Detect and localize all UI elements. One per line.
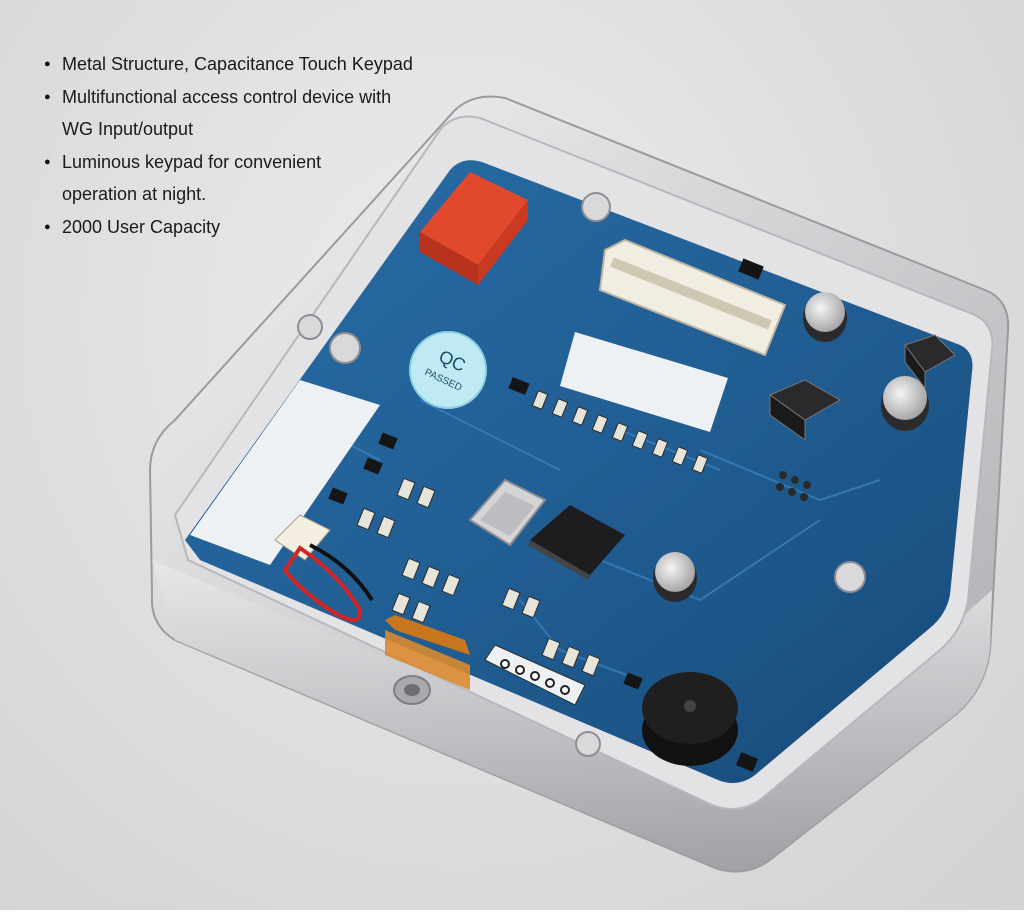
wire-connector-header	[598, 238, 787, 357]
smd-group-lower	[356, 477, 601, 677]
feature-item-continued: operation at night.	[62, 184, 207, 204]
bottom-border	[0, 910, 1024, 918]
smd-resistor-array	[776, 471, 811, 501]
feature-item-continued: WG Input/output	[62, 119, 194, 139]
capacitors	[653, 292, 929, 602]
crystal-oscillator	[468, 478, 547, 547]
transistors	[328, 258, 764, 772]
flex-ribbon	[385, 615, 470, 655]
case-front-wall	[152, 560, 992, 872]
qc-passed-sticker	[409, 331, 487, 409]
microcontroller-chip	[528, 505, 625, 580]
voltage-regulators	[768, 334, 956, 441]
smd-component-row	[531, 390, 709, 474]
feature-item: Metal Structure, Capacitance Touch Keypa…	[44, 48, 474, 81]
feature-item: Luminous keypad for convenient	[44, 146, 474, 179]
battery-connector	[274, 514, 374, 622]
screws	[297, 192, 866, 757]
silkscreen-panel-left	[190, 380, 380, 565]
feature-item: 2000 User Capacity	[44, 211, 474, 244]
buzzer	[642, 672, 738, 766]
pin-header	[484, 644, 586, 706]
feature-item: Multifunctional access control device wi…	[44, 81, 474, 114]
silkscreen-panel-center	[560, 332, 728, 432]
feature-list: Metal Structure, Capacitance Touch Keypa…	[44, 48, 474, 243]
